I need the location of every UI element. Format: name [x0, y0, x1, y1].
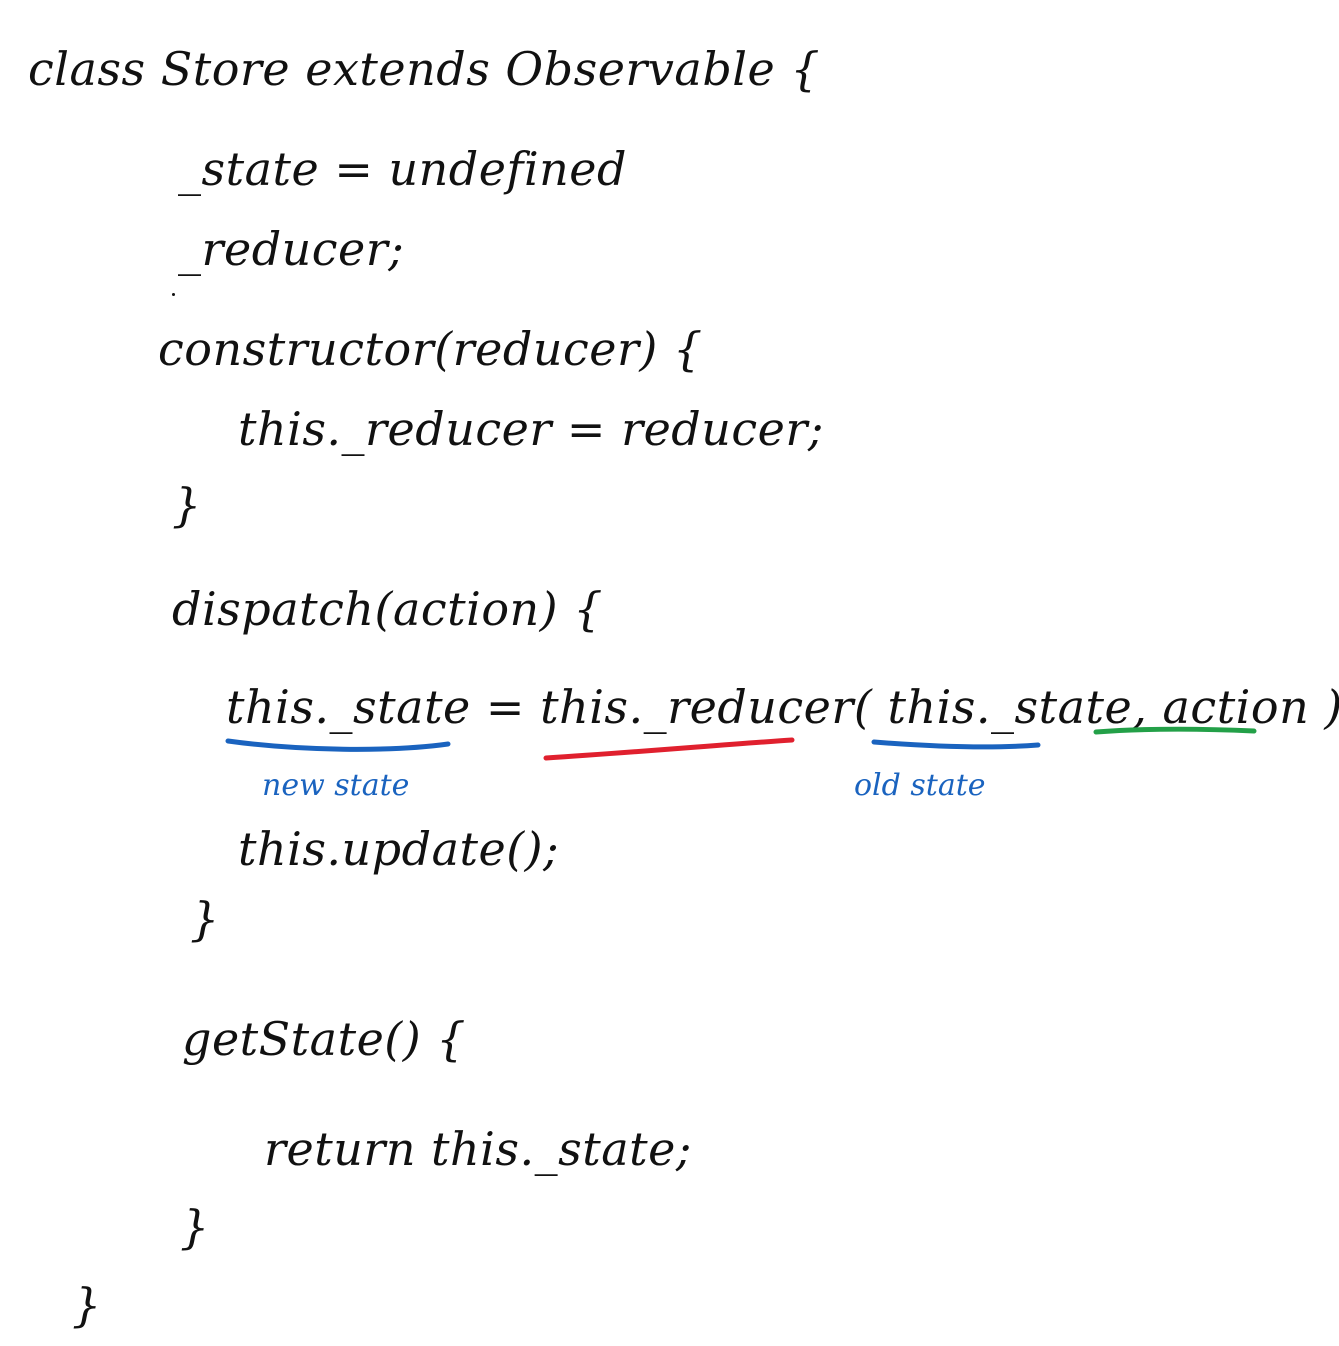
- dispatch-arg-old-state: this._state: [887, 680, 1133, 734]
- dispatch-target-new-state: this._state: [226, 680, 471, 734]
- getstate-return: return this._state;: [264, 1122, 692, 1176]
- underline-new-state: [225, 738, 451, 752]
- dispatch-arg-action: action: [1162, 680, 1310, 734]
- stray-ink-dot: [172, 293, 175, 296]
- getstate-close-brace: }: [180, 1200, 210, 1254]
- constructor-signature: constructor(reducer) {: [158, 322, 703, 376]
- class-declaration: class Store extends Observable {: [28, 42, 821, 96]
- dispatch-signature: dispatch(action) {: [172, 582, 603, 636]
- underline-reducer-call: [543, 737, 795, 761]
- dispatch-statement: this._state = this._reducer( this._state…: [226, 680, 1339, 734]
- reducer-field: _reducer;: [178, 222, 405, 276]
- underline-old-state: [871, 739, 1041, 750]
- dispatch-equals: =: [470, 680, 541, 734]
- getstate-signature: getState() {: [182, 1012, 467, 1066]
- dispatch-comma: ,: [1132, 680, 1163, 734]
- update-call: this.update();: [238, 822, 560, 876]
- dispatch-open-paren: (: [853, 680, 888, 734]
- constructor-body: this._reducer = reducer;: [238, 402, 824, 456]
- dispatch-close: );: [1309, 680, 1339, 734]
- constructor-close-brace: }: [172, 478, 202, 532]
- old-state-annotation: old state: [854, 768, 986, 803]
- dispatch-reducer-call: this._reducer: [540, 680, 854, 734]
- new-state-annotation: new state: [262, 768, 410, 803]
- dispatch-close-brace: }: [190, 892, 220, 946]
- state-field: _state = undefined: [178, 142, 627, 196]
- class-close-brace: }: [72, 1278, 102, 1332]
